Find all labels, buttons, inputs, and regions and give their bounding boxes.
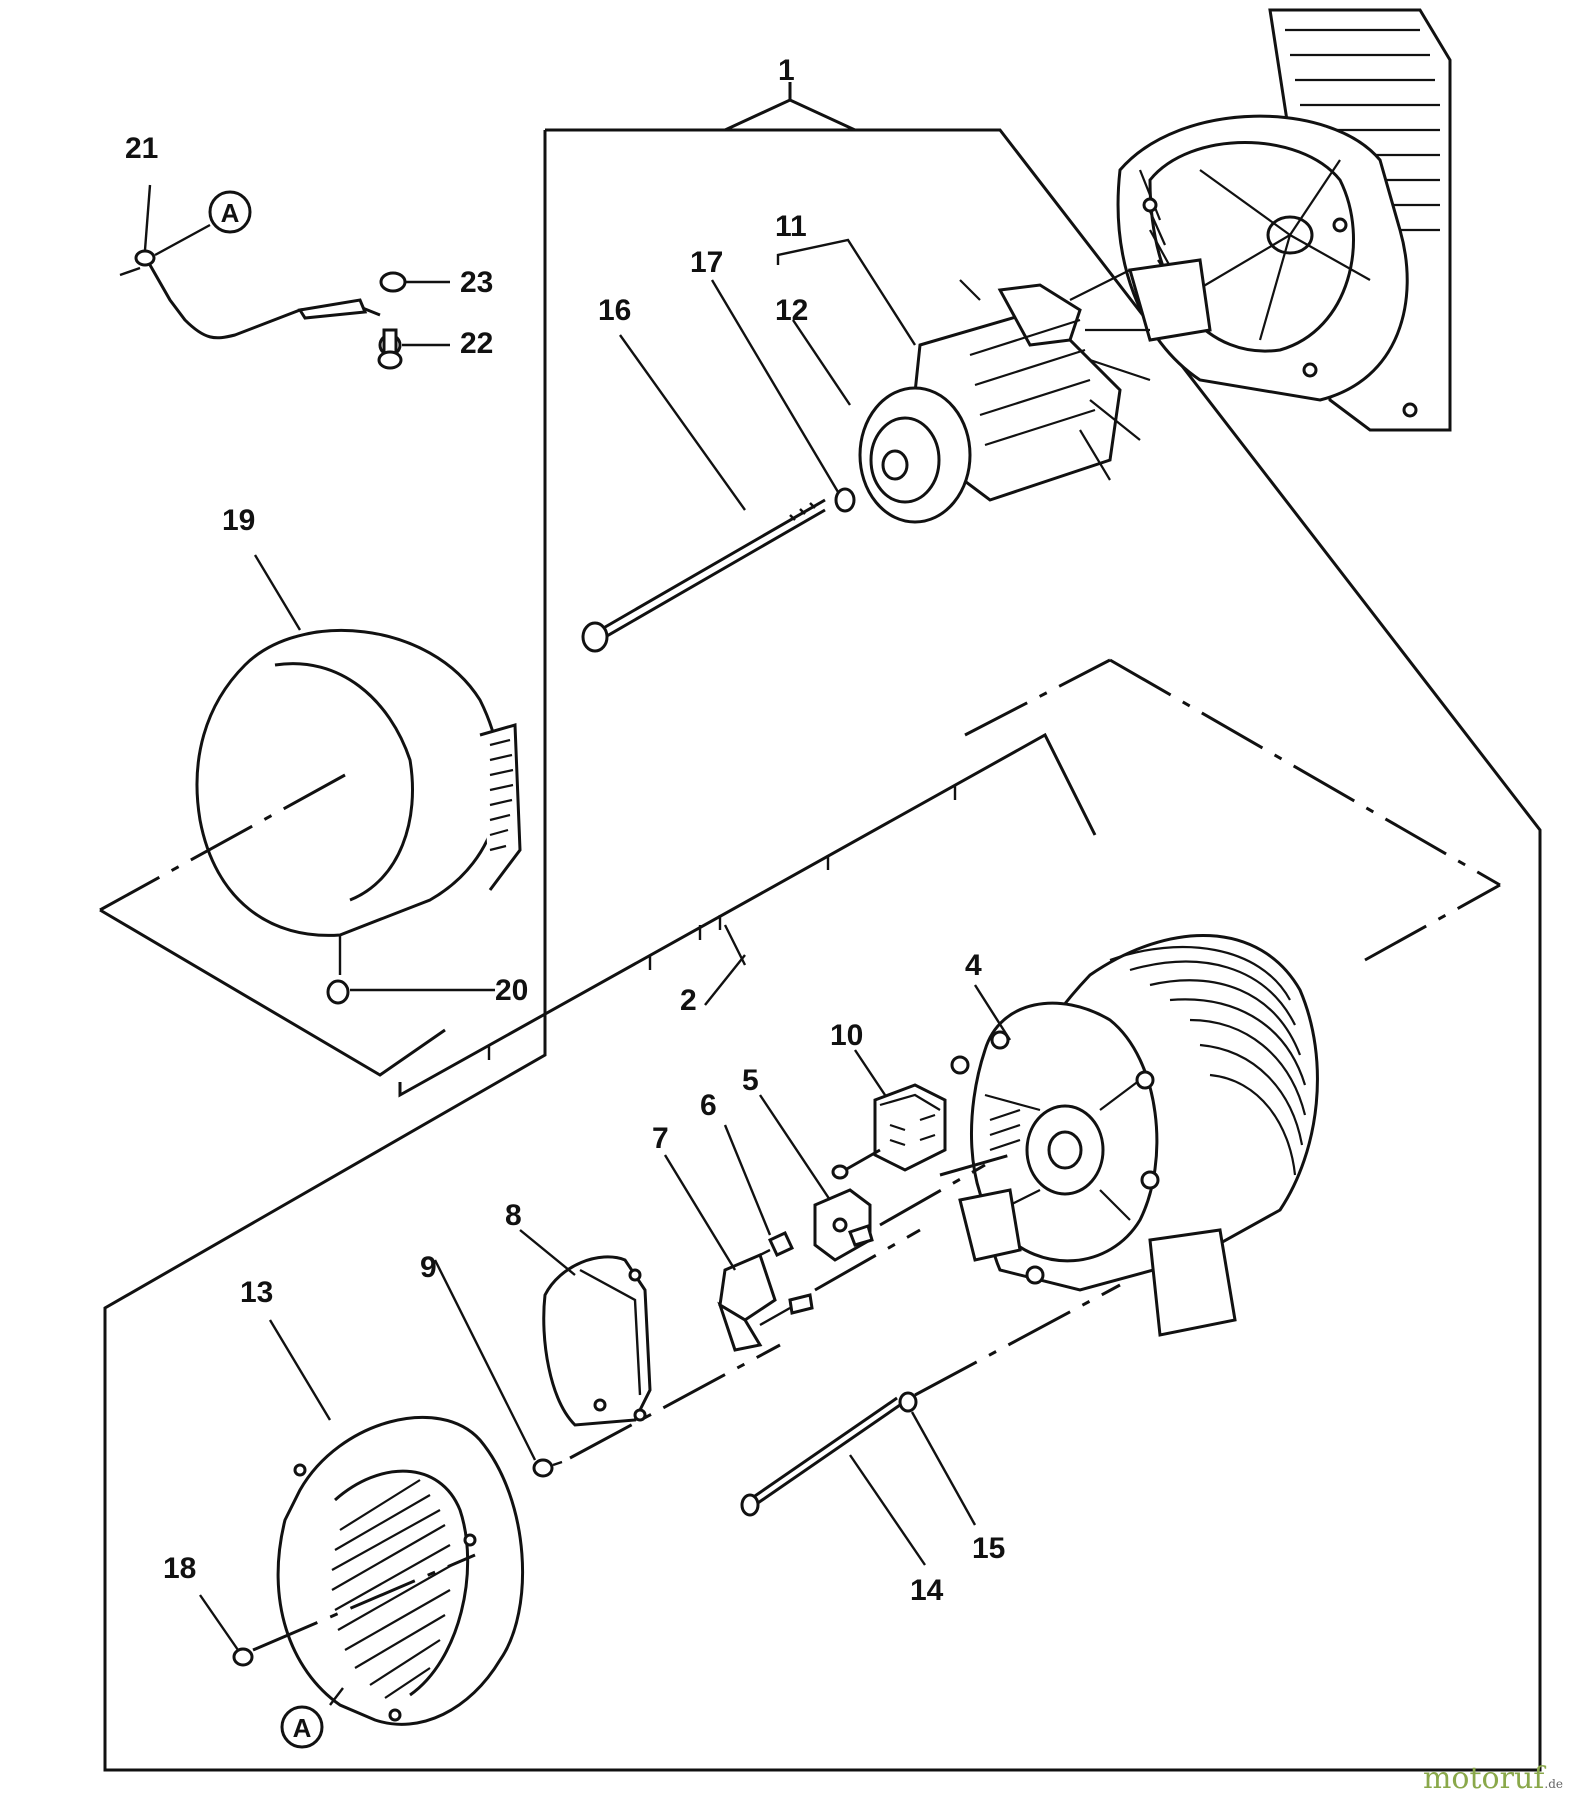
watermark-suffix: .de [1544,1777,1563,1791]
callout-18: 18 [163,1552,196,1585]
ground-wire [119,249,407,370]
callout-10: 10 [830,1019,863,1052]
callout-5: 5 [742,1064,759,1097]
stator-housing [950,933,1319,1337]
svg-text:A: A [293,1713,312,1743]
callout-8: 8 [505,1199,522,1232]
callout-9: 9 [420,1251,437,1284]
engine-block [1116,8,1452,432]
callout-13: 13 [240,1276,273,1309]
callout-22: 22 [460,327,493,360]
leader-lines [143,184,1012,1706]
callout-17: 17 [690,246,723,279]
rotor-bolt [581,498,826,653]
brush-cover [542,1255,652,1427]
callout-numbers: 1 21 23 22 11 12 17 16 19 20 4 2 10 5 6 … [125,54,1005,1607]
callout-15: 15 [972,1532,1005,1565]
callout-19: 19 [222,504,255,537]
callout-14: 14 [910,1574,944,1607]
reference-marker-a-top: A [208,190,252,234]
svg-text:A: A [221,198,240,228]
end-cover-screw-18 [232,1553,476,1667]
reference-marker-a-bottom: A [280,1705,324,1749]
cover-band [99,629,522,1077]
assembly-axis [964,658,1501,962]
callout-1: 1 [778,54,795,87]
callout-11: 11 [775,210,807,243]
terminal-block [831,1083,947,1180]
end-cover [276,1153,1011,1726]
brush-7 [717,1252,814,1352]
brush-holder [813,1188,874,1262]
callout-16: 16 [598,294,631,327]
rotor-assembly [858,269,1151,524]
callout-20: 20 [495,974,528,1007]
rotor-washer [834,487,856,513]
cover-screw-9 [532,1458,563,1478]
callout-4: 4 [965,949,982,982]
callout-6: 6 [700,1089,717,1122]
assembly-bracket [103,82,1542,1772]
callout-12: 12 [775,294,808,327]
callout-2: 2 [680,984,697,1017]
band-screw-20 [326,979,495,1005]
stator-bolt [740,1283,1121,1517]
callout-7: 7 [652,1122,669,1155]
watermark-text: motoruf [1422,1761,1545,1796]
callout-23: 23 [460,266,493,299]
callout-21: 21 [125,132,158,165]
stator-washer [898,1391,918,1413]
watermark: motoruf.de [1423,1761,1563,1796]
